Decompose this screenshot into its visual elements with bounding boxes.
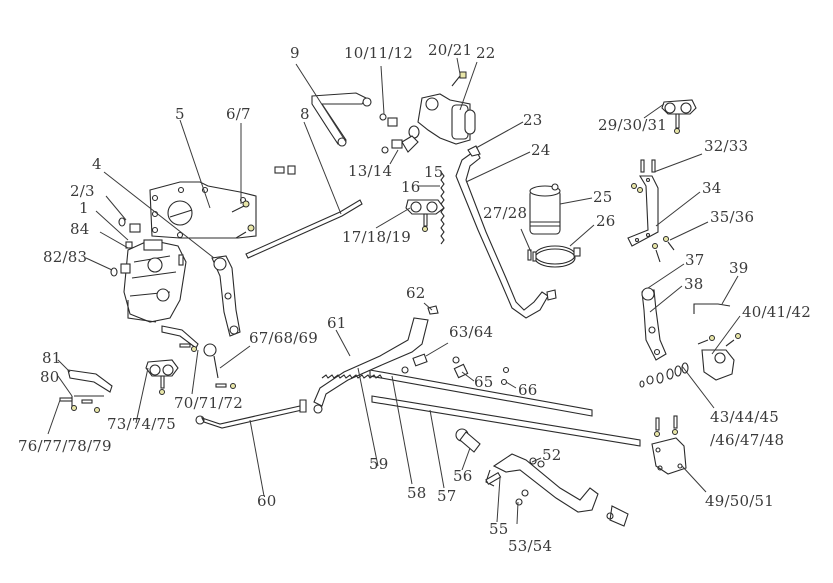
callout-27-28: 27/28 (483, 204, 528, 222)
mounting-bracket-part (149, 181, 257, 239)
idler-arm-38-part (641, 287, 667, 361)
nuts-52-53-54 (515, 457, 545, 506)
bracket-34-part (627, 159, 675, 263)
callout-9: 9 (290, 44, 300, 62)
callout-37: 37 (685, 251, 705, 269)
callout-2-3: 2/3 (70, 182, 95, 200)
clamp-17-18-19-part (405, 199, 445, 232)
callout-66: 66 (518, 381, 538, 399)
callout-34: 34 (702, 179, 722, 197)
callout-52: 52 (542, 446, 562, 464)
callout-17-18-19: 17/18/19 (342, 228, 411, 246)
fittings-10-11-12 (379, 113, 403, 154)
spring-61-part (321, 374, 383, 379)
callout-4: 4 (92, 155, 102, 173)
callout-5: 5 (175, 105, 185, 123)
pitman-arm-part (211, 255, 241, 337)
band-clamp-part (534, 245, 581, 268)
bolt-nut-part (274, 165, 296, 175)
callout-25: 25 (593, 188, 613, 206)
callout-80: 80 (40, 368, 60, 386)
clamp-29-30-31-part (661, 99, 697, 134)
callout-81: 81 (42, 349, 62, 367)
callout-40-41-42: 40/41/42 (742, 303, 811, 321)
callout-84: 84 (70, 220, 90, 238)
callout-38: 38 (684, 275, 704, 293)
callout-70-71-72: 70/71/72 (174, 394, 243, 412)
callout-6-7: 6/7 (226, 105, 251, 123)
callout-39: 39 (729, 259, 749, 277)
power-steering-pump-part (401, 71, 476, 153)
callout-58: 58 (407, 484, 427, 502)
clip-62-part (427, 305, 439, 315)
steering-gear-part (123, 239, 187, 323)
clamp-73-74-75-part (145, 359, 179, 395)
tie-rod-end-56-part (455, 428, 481, 453)
callout-76-77-78-79: 76/77/78/79 (18, 437, 112, 455)
washer-set-43-48 (639, 362, 689, 388)
tie-rod-57-part (371, 395, 641, 447)
callout-29-30-31: 29/30/31 (598, 116, 667, 134)
callout-26: 26 (596, 212, 616, 230)
callout-55: 55 (489, 520, 509, 538)
callout-35-36: 35/36 (710, 208, 755, 226)
callout-24: 24 (531, 141, 551, 159)
callout-43-44-45: 43/44/45 (710, 408, 779, 426)
tie-rod-58-part (369, 369, 593, 417)
callout-82-83: 82/83 (43, 248, 88, 266)
callout-73-74-75: 73/74/75 (107, 415, 176, 433)
hose-59-part (313, 317, 429, 407)
return-hose-24-part (455, 149, 549, 319)
bracket-49-50-51-part (651, 415, 687, 475)
fitting-parts-2-3 (110, 217, 184, 277)
callout-16: 16 (401, 178, 421, 196)
callout-22: 22 (476, 44, 496, 62)
callout-46-47-48: /46/47/48 (710, 431, 785, 449)
drag-link-55-part (485, 453, 599, 513)
bracket-80-81-part (59, 369, 113, 413)
bracket-40-41-42-part (697, 333, 741, 381)
callout-60: 60 (257, 492, 277, 510)
hose-9-part (311, 92, 367, 145)
callout-57: 57 (437, 487, 457, 505)
callout-13-14: 13/14 (348, 162, 393, 180)
fluid-reservoir-part (529, 183, 561, 235)
callout-62: 62 (406, 284, 426, 302)
leader-lines (47, 57, 741, 525)
callout-53-54: 53/54 (508, 537, 553, 555)
callout-49-50-51: 49/50/51 (705, 492, 774, 510)
callout-20-21: 20/21 (428, 41, 473, 59)
callout-61: 61 (327, 314, 347, 332)
callout-59: 59 (369, 455, 389, 473)
callout-10-11-12: 10/11/12 (344, 44, 413, 62)
ball-joint-part (606, 505, 629, 527)
callout-65: 65 (474, 373, 494, 391)
callout-63-64: 63/64 (449, 323, 494, 341)
rod-39-part (693, 303, 731, 314)
callout-32-33: 32/33 (704, 137, 749, 155)
callout-15: 15 (424, 163, 444, 181)
bolts-27-28 (527, 249, 532, 261)
clamp-67-68-69-part (203, 343, 236, 389)
callout-56: 56 (453, 467, 473, 485)
callout-67-68-69: 67/68/69 (249, 329, 318, 347)
bracket-70-71-72-part (161, 325, 199, 352)
callout-23: 23 (523, 111, 543, 129)
callout-8: 8 (300, 105, 310, 123)
callout-1: 1 (79, 199, 89, 217)
